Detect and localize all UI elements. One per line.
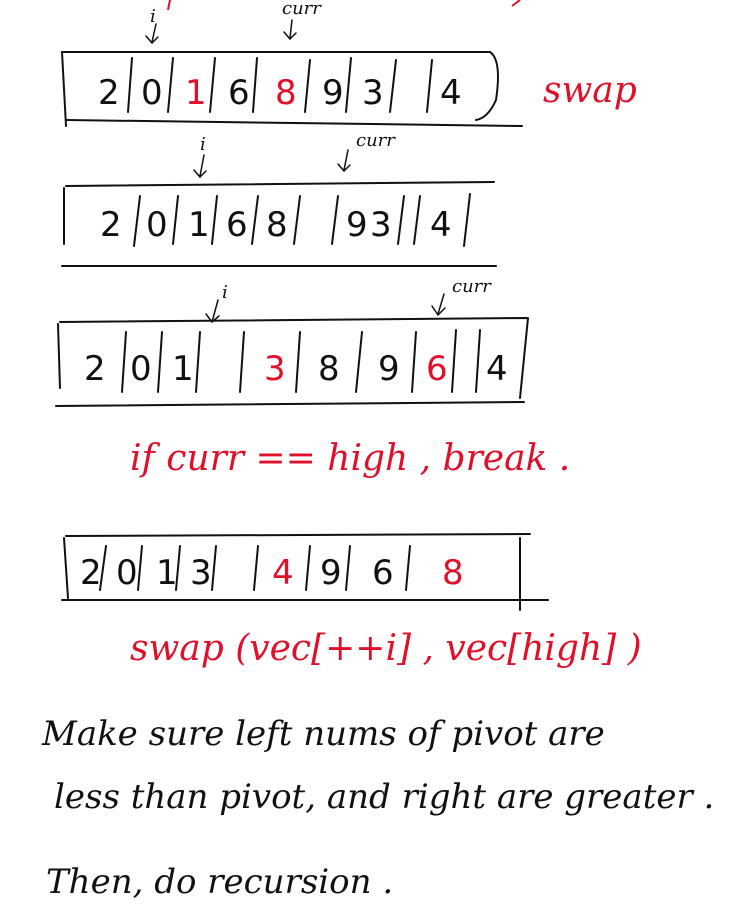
row4-cell-2: 1 (156, 553, 178, 593)
row2-cell-7: 4 (430, 205, 452, 245)
swap-call-note: swap (vec[++i] , vec[high] ) (130, 628, 642, 669)
array-box-top (59, 317, 529, 399)
cell-dividers (127, 57, 433, 113)
array-box-left (61, 51, 67, 127)
array-box-left (57, 323, 61, 389)
row4-cell-1: 0 (116, 553, 138, 593)
row1-cell-2: 1 (185, 73, 207, 113)
break-condition-note: if curr == high , break . (130, 438, 570, 479)
row1-cell-4: 8 (275, 73, 297, 113)
row1-cell-6: 3 (362, 73, 384, 113)
row3-cell-6: 6 (426, 349, 448, 389)
row3-cell-4: 8 (318, 349, 340, 389)
array-box-bottom (65, 119, 523, 127)
row1-cell-7: 4 (440, 73, 462, 113)
curr-pointer-label: curr (282, 0, 322, 19)
row3-cell-5: 9 (378, 349, 400, 389)
cell-dividers (133, 193, 471, 247)
array-row-3: i curr 2 0 1 3 8 9 6 4 (55, 276, 529, 407)
i-pointer-label: i (222, 282, 228, 303)
row2-cell-3: 6 (226, 205, 248, 245)
note-line-1: Make sure left nums of pivot are (41, 714, 605, 754)
array-box-top (65, 181, 495, 187)
top-red-mark (167, 0, 171, 11)
row2-cell-6: 3 (370, 205, 392, 245)
note-line-3: Then, do recursion . (46, 862, 393, 902)
row3-cell-3: 3 (264, 349, 286, 389)
row3-cell-2: 1 (172, 349, 194, 389)
i-pointer-arrow (145, 23, 159, 45)
cell-dividers (121, 329, 481, 393)
row2-cell-4: 8 (266, 205, 288, 245)
top-red-mark-right (511, 0, 521, 7)
row3-cell-7: 4 (486, 349, 508, 389)
cell-dividers (99, 545, 411, 591)
swap-note: swap (543, 70, 637, 111)
array-box-top (65, 533, 531, 537)
row1-cell-5: 9 (322, 73, 344, 113)
row4-cell-7: 8 (442, 553, 464, 593)
i-pointer-label: i (150, 6, 156, 27)
array-row-2: i curr 2 0 1 6 8 9 3 4 (61, 130, 497, 267)
row2-cell-0: 2 (100, 205, 122, 245)
note-line-2: less than pivot, and right are greater . (54, 777, 714, 817)
row4-cell-6: 6 (372, 553, 394, 593)
curr-pointer-label: curr (452, 276, 492, 297)
row3-cell-0: 2 (84, 349, 106, 389)
row3-cell-1: 0 (130, 349, 152, 389)
row2-cell-1: 0 (146, 205, 168, 245)
array-box-top (61, 51, 499, 121)
array-row-4: 2 0 1 3 4 9 6 8 (61, 533, 549, 611)
i-pointer-arrow (193, 154, 207, 179)
i-pointer-label: i (200, 134, 206, 155)
row4-cell-4: 4 (272, 553, 294, 593)
row1-cell-0: 2 (98, 73, 120, 113)
array-row-1: i curr 2 0 1 6 8 9 3 4 swap (61, 0, 637, 127)
curr-pointer-arrow (431, 293, 446, 317)
row2-cell-5: 9 (346, 205, 368, 245)
array-box-bottom (55, 401, 525, 407)
row4-cell-5: 9 (320, 553, 342, 593)
curr-pointer-arrow (283, 19, 297, 41)
row1-cell-3: 6 (228, 73, 250, 113)
curr-pointer-arrow (337, 149, 351, 173)
row4-cell-3: 3 (190, 553, 212, 593)
curr-pointer-label: curr (356, 130, 396, 151)
row4-cell-0: 2 (80, 553, 102, 593)
i-pointer-arrow (205, 299, 220, 324)
row2-cell-2: 1 (188, 205, 210, 245)
row1-cell-1: 0 (141, 73, 163, 113)
array-box-left (63, 537, 69, 599)
